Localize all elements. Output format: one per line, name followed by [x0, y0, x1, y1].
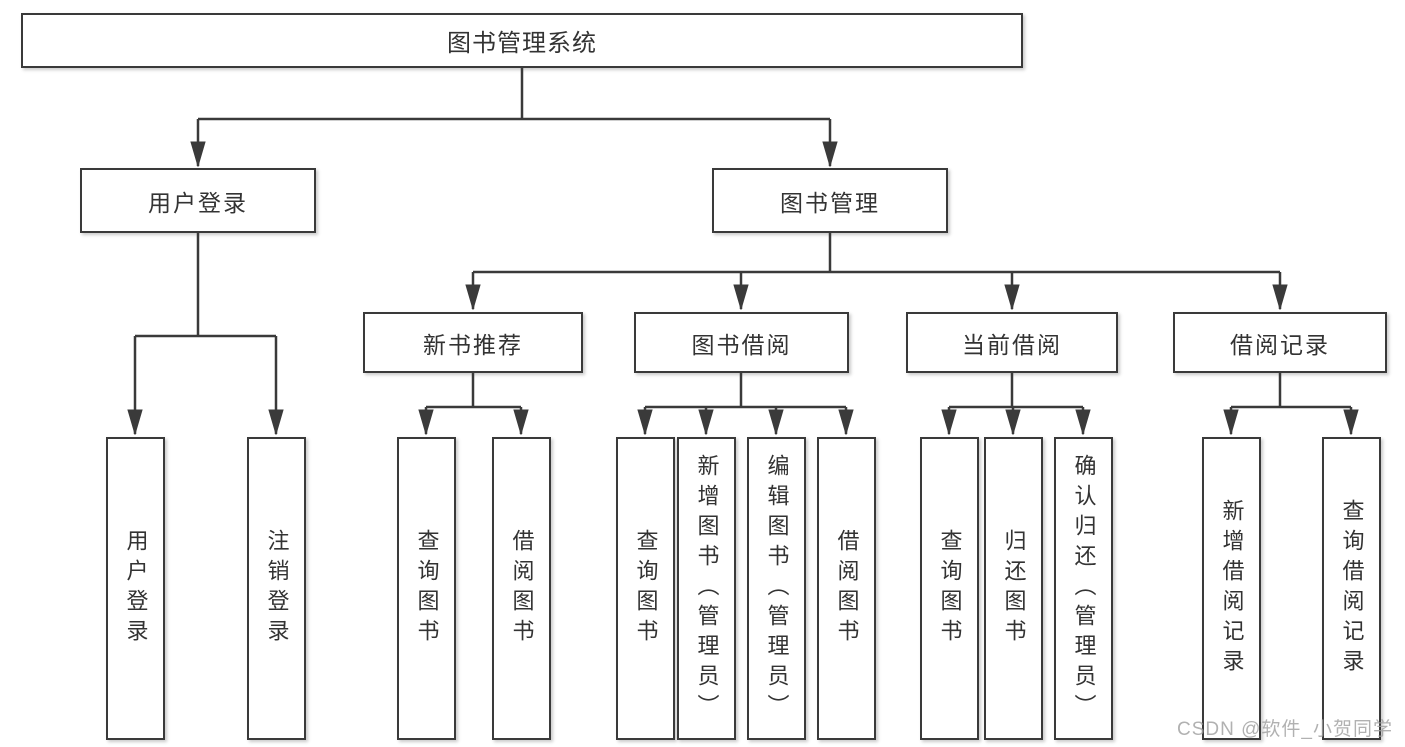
node-label: 用户登录 — [148, 189, 248, 216]
leaf-edit-books-admin: 编辑图书（管理员） — [747, 437, 806, 740]
csdn-watermark: CSDN @软件_小贺同学 — [1177, 719, 1393, 740]
leaf-query-borrow-record: 查询借阅记录 — [1322, 437, 1381, 740]
node-label: 查询借阅记录 — [1339, 498, 1365, 679]
node-book-management: 图书管理 — [712, 168, 948, 233]
node-label: 新增借阅记录 — [1219, 498, 1245, 679]
node-label: 图书借阅 — [691, 331, 792, 358]
leaf-borrow-books-borrow: 借阅图书 — [817, 437, 876, 740]
node-label: 新书推荐 — [423, 331, 523, 358]
leaf-confirm-return-admin: 确认归还（管理员） — [1054, 437, 1113, 740]
leaf-query-books-current: 查询图书 — [920, 437, 979, 740]
leaf-user-login: 用户登录 — [106, 437, 165, 740]
node-label: 查询图书 — [937, 528, 963, 649]
node-label: 注销登录 — [264, 528, 290, 649]
node-new-book-recommendation: 新书推荐 — [363, 312, 583, 373]
node-label: 查询图书 — [633, 528, 659, 649]
leaf-logout-login: 注销登录 — [247, 437, 306, 740]
leaf-return-books: 归还图书 — [984, 437, 1043, 740]
node-user-login: 用户登录 — [80, 168, 316, 233]
node-label: 借阅记录 — [1230, 331, 1330, 358]
node-library-management-system: 图书管理系统 — [21, 13, 1023, 68]
leaf-query-books-recommend: 查询图书 — [397, 437, 456, 740]
node-label: 确认归还（管理员） — [1071, 453, 1097, 724]
node-label: 查询图书 — [414, 528, 440, 649]
node-borrowing-records: 借阅记录 — [1173, 312, 1387, 373]
node-label: 用户登录 — [123, 528, 149, 649]
node-label: 编辑图书（管理员） — [764, 453, 790, 724]
node-label: 借阅图书 — [509, 528, 535, 649]
leaf-query-books-borrow: 查询图书 — [616, 437, 675, 740]
leaf-borrow-books-recommend: 借阅图书 — [492, 437, 551, 740]
node-label: 新增图书（管理员） — [694, 453, 720, 724]
node-label: 当前借阅 — [962, 331, 1062, 358]
node-label: 借阅图书 — [834, 528, 860, 649]
node-label: 归还图书 — [1001, 528, 1027, 649]
node-book-borrowing: 图书借阅 — [634, 312, 849, 373]
leaf-add-borrow-record: 新增借阅记录 — [1202, 437, 1261, 740]
node-label: 图书管理 — [780, 189, 880, 216]
node-label: 图书管理系统 — [447, 30, 597, 57]
leaf-add-books-admin: 新增图书（管理员） — [677, 437, 736, 740]
node-current-borrowing: 当前借阅 — [906, 312, 1118, 373]
